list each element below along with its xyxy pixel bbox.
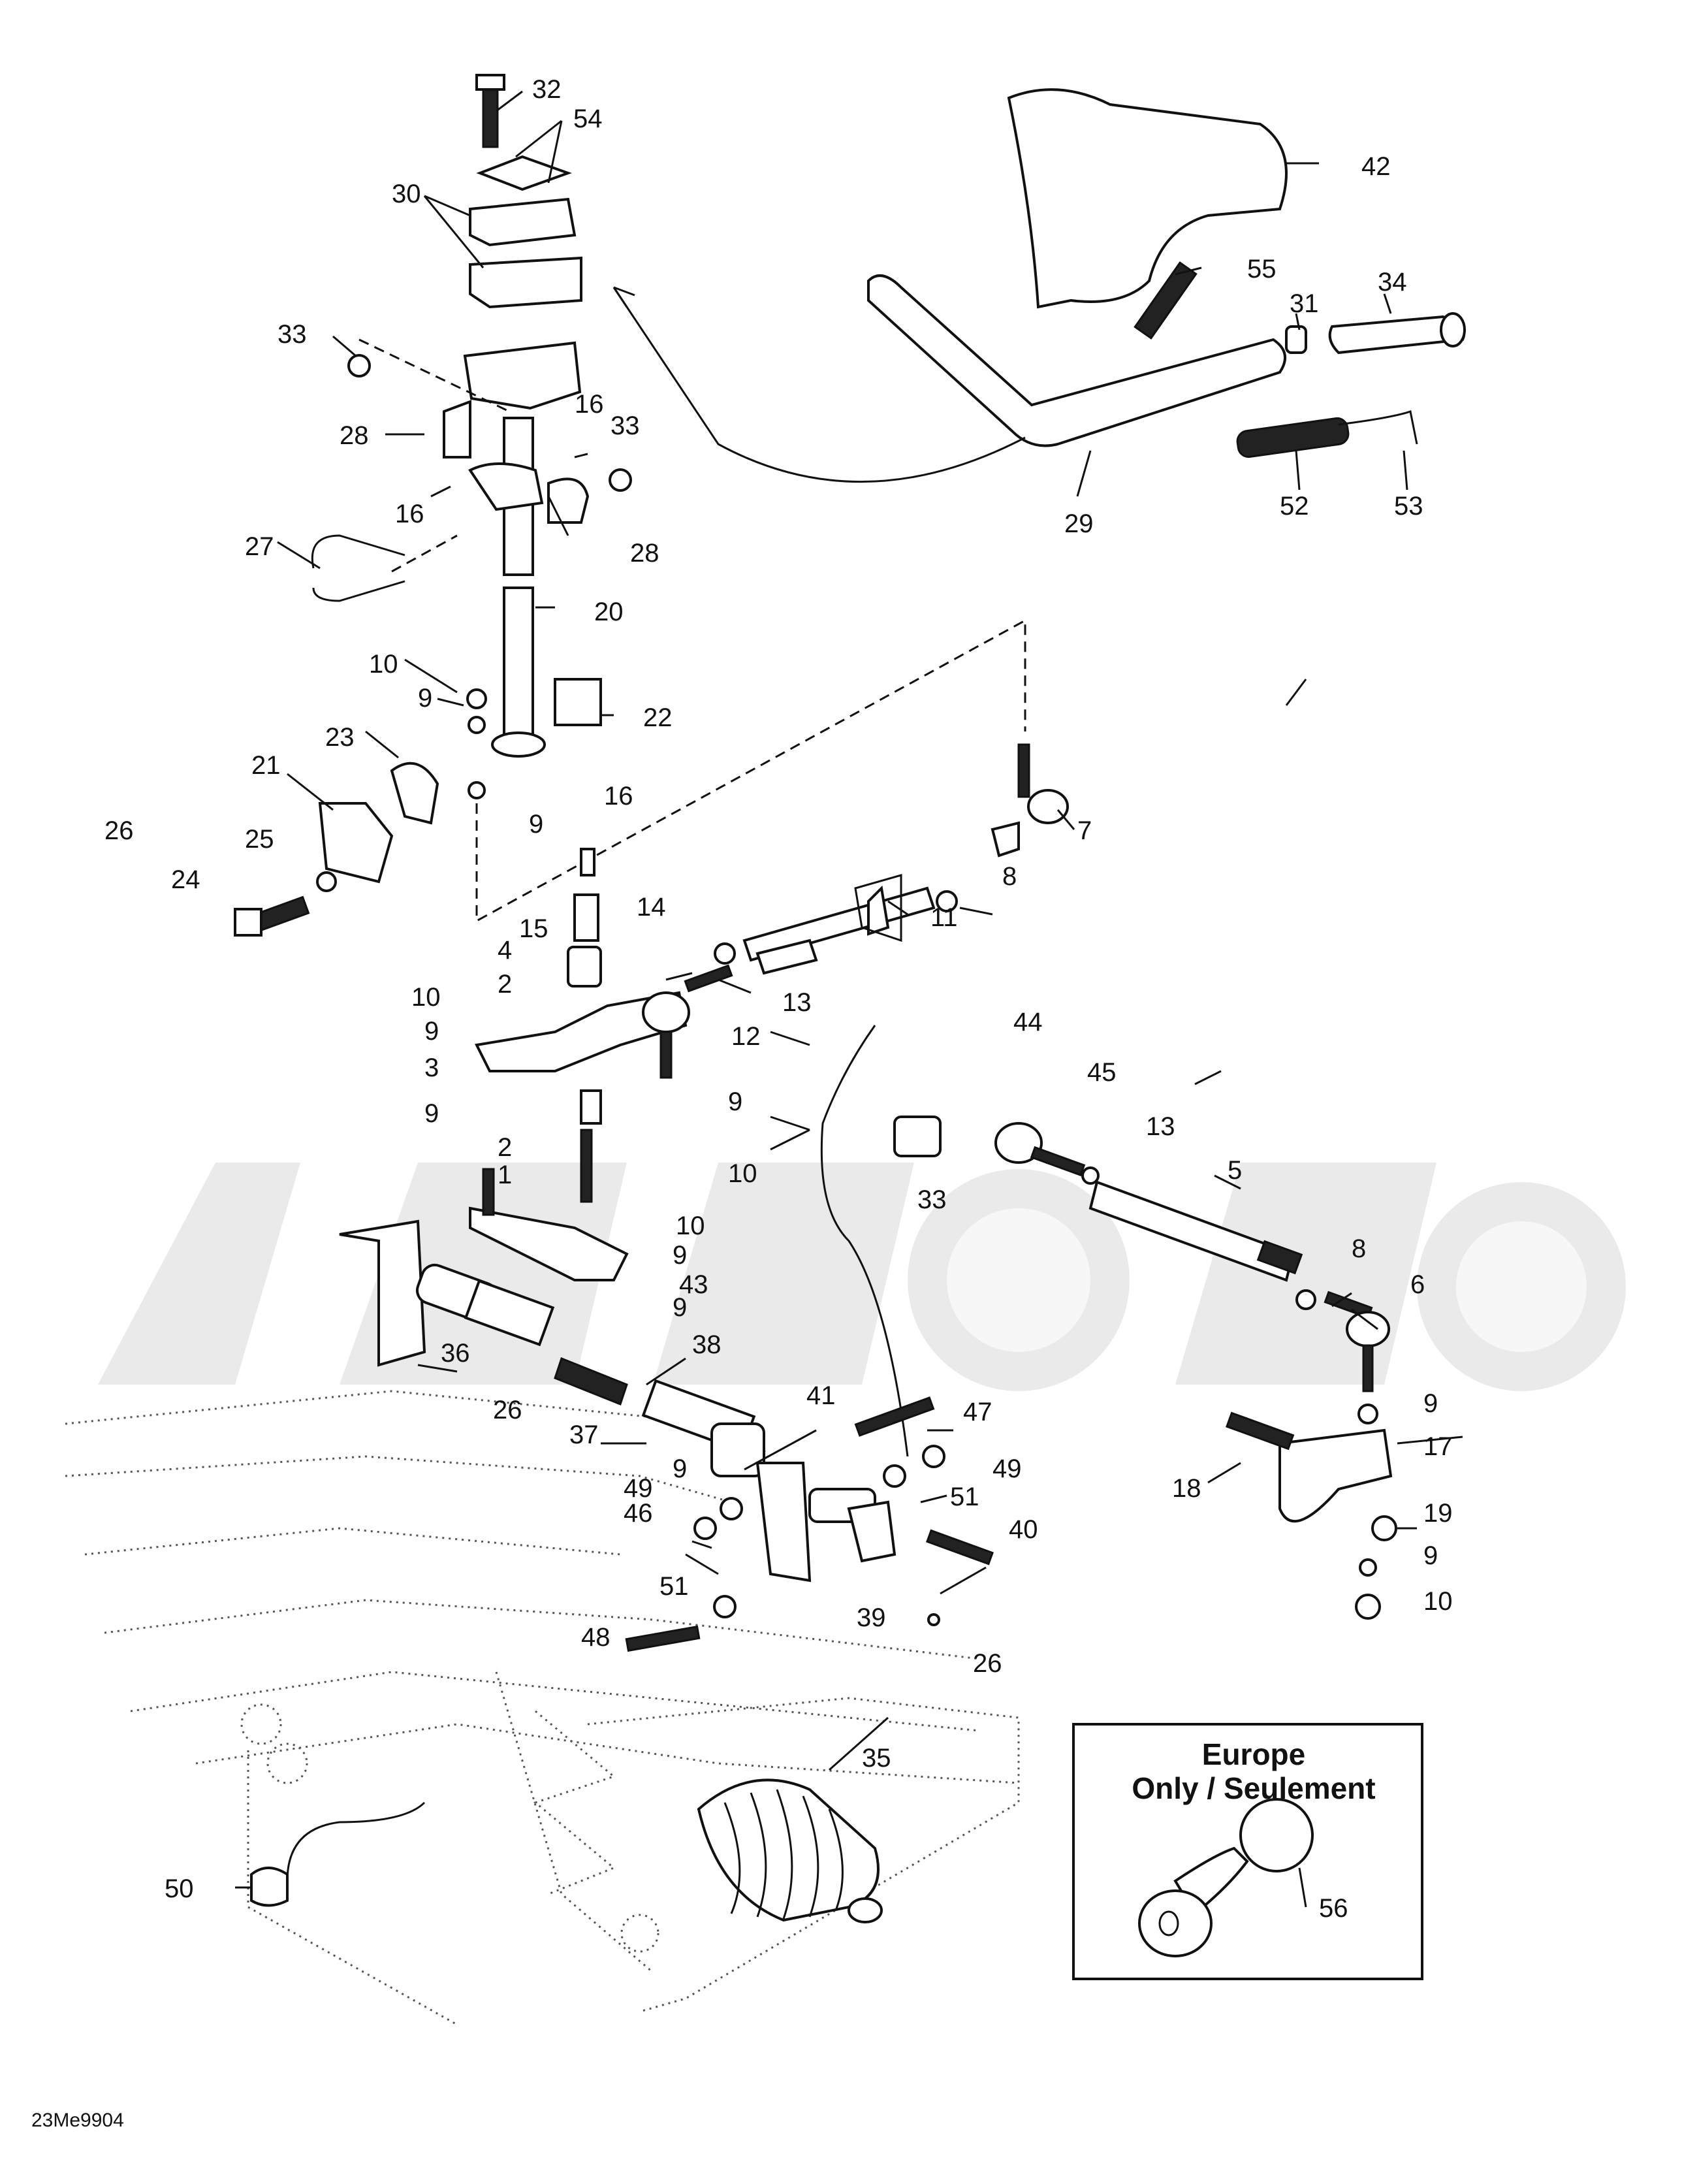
callout-34: 34 (1378, 268, 1407, 297)
center-linkage (469, 848, 958, 1281)
callout-22: 22 (643, 703, 673, 732)
callout-8b: 8 (1352, 1234, 1366, 1263)
callout-20: 20 (594, 598, 624, 626)
callout-2a: 2 (498, 970, 512, 999)
callout-51b: 51 (950, 1483, 979, 1511)
callout-9d: 9 (424, 1099, 439, 1128)
callout-45: 45 (1087, 1058, 1117, 1087)
callout-29: 29 (1064, 509, 1094, 538)
callout-36: 36 (441, 1339, 470, 1368)
callout-26a: 26 (104, 816, 134, 845)
callout-10a: 10 (369, 650, 398, 679)
callout-40: 40 (1009, 1515, 1038, 1544)
callout-33a: 33 (278, 320, 307, 349)
inset-title-line1: Europe (1201, 1737, 1306, 1771)
callout-52: 52 (1280, 492, 1309, 521)
callout-9j: 9 (1423, 1541, 1438, 1570)
callout-24: 24 (171, 865, 200, 894)
callout-14: 14 (637, 893, 666, 922)
callout-43: 43 (679, 1270, 708, 1299)
europe-inset-box (1072, 1723, 1423, 1980)
callout-28a: 28 (340, 421, 369, 450)
callout-10c: 10 (728, 1159, 757, 1188)
callout-26b: 26 (493, 1396, 522, 1424)
callout-3: 3 (424, 1053, 439, 1082)
callout-50: 50 (165, 1874, 194, 1903)
callout-41: 41 (806, 1381, 836, 1410)
callout-10d: 10 (676, 1212, 705, 1240)
callout-27: 27 (245, 532, 274, 561)
callout-10e: 10 (1423, 1587, 1453, 1616)
callout-2b: 2 (498, 1133, 512, 1162)
callout-33c: 33 (917, 1185, 947, 1214)
callout-12: 12 (731, 1022, 761, 1051)
column-clamps (234, 354, 632, 937)
callout-30: 30 (392, 180, 421, 208)
callout-labels: 1 2 2 3 4 5 6 7 8 8 9 9 9 9 9 9 9 9 9 9 … (104, 75, 1453, 1923)
callout-9i: 9 (1423, 1389, 1438, 1418)
callout-33b: 33 (611, 411, 640, 440)
callout-9a: 9 (418, 684, 432, 713)
callout-9e: 9 (728, 1087, 742, 1116)
callout-23: 23 (325, 723, 355, 752)
callout-32: 32 (532, 75, 562, 104)
inset-title-line2: Only / Seulement (1132, 1771, 1376, 1805)
callout-56: 56 (1319, 1894, 1348, 1923)
callout-leaders (235, 90, 1463, 1908)
callout-21: 21 (251, 751, 281, 780)
watermark (98, 1163, 1626, 1391)
callout-6: 6 (1410, 1270, 1425, 1299)
callout-25: 25 (245, 825, 274, 854)
callout-16a: 16 (575, 390, 604, 419)
callout-7: 7 (1077, 816, 1092, 845)
callout-39: 39 (857, 1603, 886, 1632)
steering-shaft (339, 1219, 994, 1652)
callout-16c: 16 (604, 782, 633, 811)
callout-42: 42 (1361, 152, 1391, 181)
assembly-links (358, 338, 1026, 923)
callout-10b: 10 (411, 983, 441, 1012)
callout-9h: 9 (673, 1454, 687, 1483)
callout-53: 53 (1394, 492, 1423, 521)
callout-13a: 13 (782, 988, 812, 1017)
callout-1: 1 (498, 1161, 512, 1189)
handlebar-assembly (612, 88, 1466, 483)
right-tie-rod (820, 743, 1397, 1620)
callout-9f: 9 (673, 1241, 687, 1270)
callout-16b: 16 (395, 500, 424, 528)
callout-5: 5 (1228, 1156, 1242, 1185)
callout-38: 38 (692, 1330, 722, 1359)
callout-44: 44 (1013, 1008, 1043, 1036)
callout-28b: 28 (630, 539, 659, 568)
callout-49b: 49 (992, 1454, 1022, 1483)
figure-code: 23Me9904 (31, 2110, 124, 2131)
callout-48: 48 (581, 1623, 611, 1652)
callout-19: 19 (1423, 1499, 1453, 1528)
callout-9c: 9 (424, 1017, 439, 1046)
callout-37: 37 (569, 1421, 599, 1449)
callout-8a: 8 (1002, 862, 1017, 891)
callout-51a: 51 (659, 1572, 689, 1601)
callout-9b: 9 (529, 810, 543, 839)
callout-46: 46 (624, 1499, 653, 1528)
callout-26c: 26 (973, 1649, 1002, 1678)
callout-4: 4 (498, 936, 512, 965)
inset-title: Europe Only / Seulement (1084, 1737, 1423, 1805)
callout-17: 17 (1423, 1432, 1453, 1461)
callout-55: 55 (1247, 255, 1277, 283)
callout-54: 54 (573, 104, 603, 133)
callout-11: 11 (930, 903, 958, 932)
callout-47: 47 (963, 1398, 992, 1426)
callout-18: 18 (1172, 1474, 1201, 1503)
callout-9g: 9 (673, 1293, 687, 1322)
callout-13b: 13 (1146, 1112, 1175, 1141)
callout-15: 15 (519, 914, 548, 943)
steering-boot (250, 1778, 883, 1923)
chassis-outline (65, 1390, 1020, 2026)
steering-column (463, 74, 582, 758)
callout-31: 31 (1290, 289, 1319, 318)
callout-49a: 49 (624, 1474, 653, 1503)
callout-35: 35 (862, 1744, 891, 1773)
